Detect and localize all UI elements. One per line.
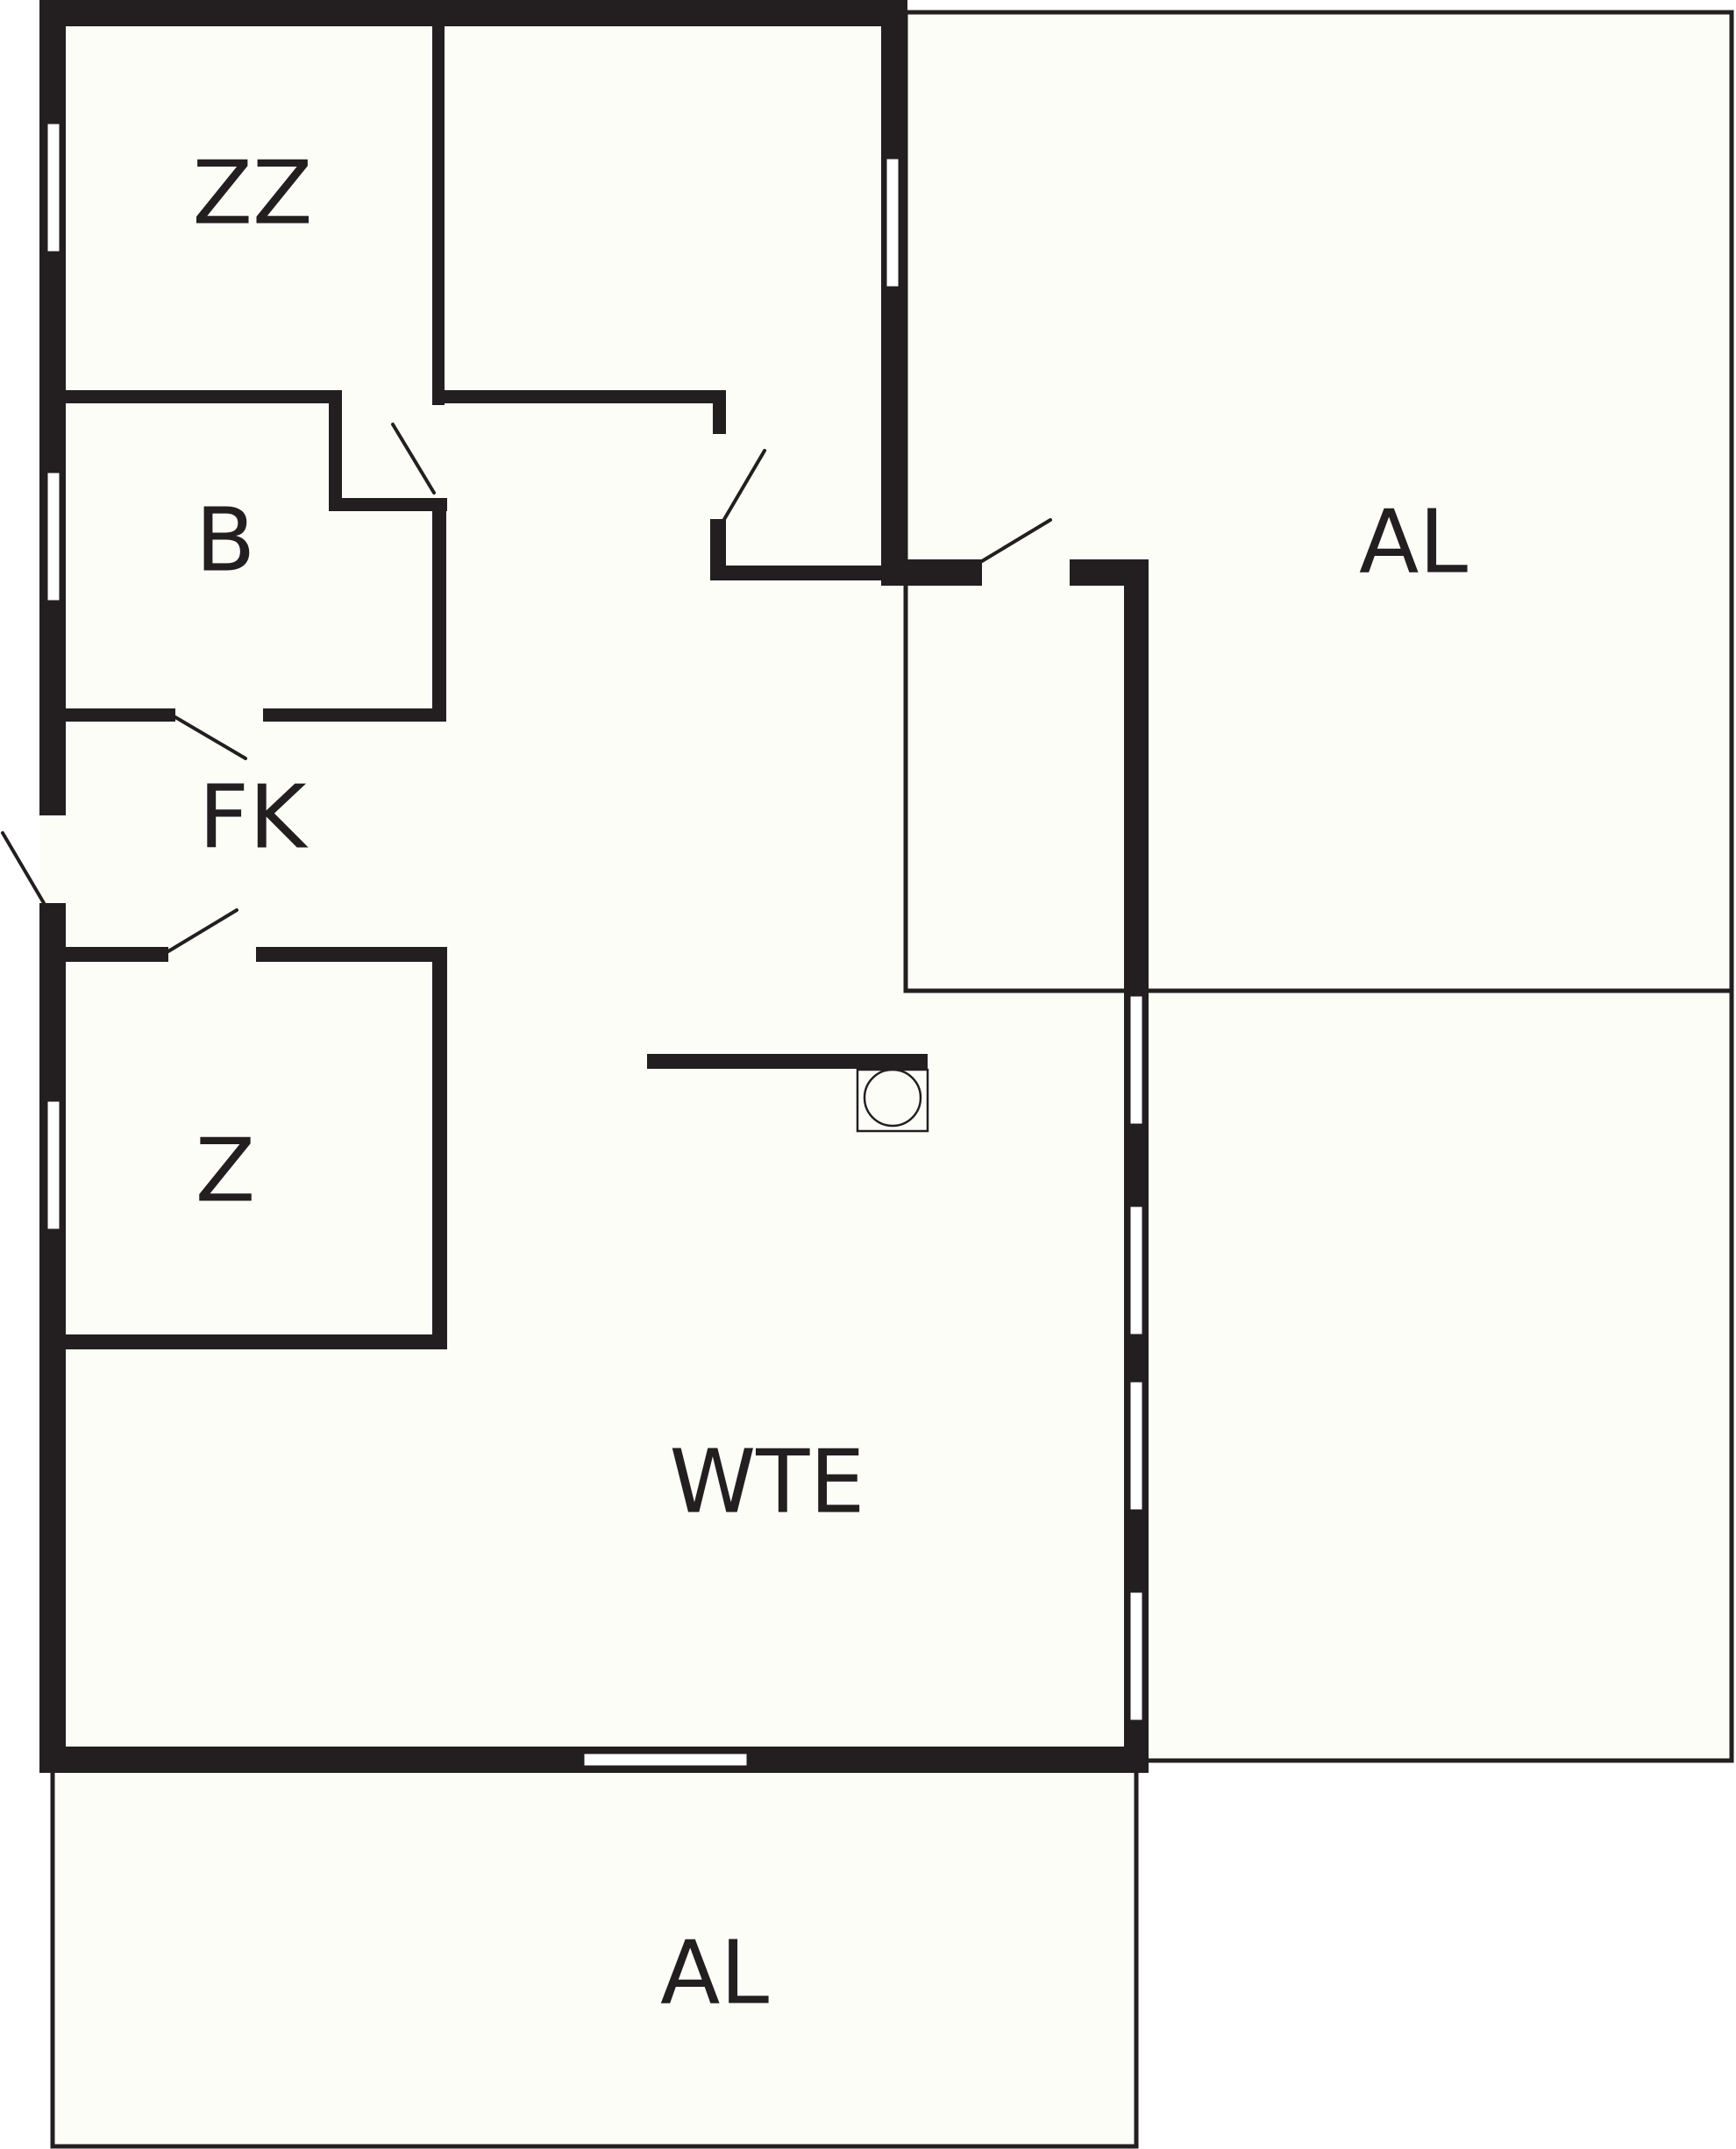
door-leaf-b [174,715,247,760]
label-z: Z [196,1120,256,1222]
wall-mid-jamb-bottom [710,519,726,580]
label-b: B [196,489,256,592]
wall-mid-top [432,390,726,403]
wall-middle-vertical [881,0,907,586]
label-fk: FK [198,766,309,869]
room-lower-right [1144,991,1732,1762]
window-z [45,1099,62,1232]
door-gap-mid [713,434,726,519]
window-right-1 [1128,993,1145,1127]
wall-fk-z-left [53,947,168,962]
room-al-right [903,13,1732,991]
door-openings [39,405,1070,962]
wall-b-fk-left [53,708,175,722]
wall-top [39,0,907,26]
wall-mid-jamb-top [713,390,726,434]
room-al-bottom [53,1767,1136,2148]
window-right-4 [1128,1590,1145,1723]
outline-lower-right [1142,988,1734,1763]
outline-al-bottom [50,1767,1139,2149]
counter-wall [647,1054,928,1069]
door-gap-b [175,708,263,722]
room-zz [53,13,443,403]
wall-z-bottom [53,1334,447,1349]
door-swings [1,423,1052,953]
stove-burner [863,1068,922,1128]
window-right-2 [1128,1204,1145,1337]
wall-b-step-h [329,498,447,511]
room-labels: ZZ B FK Z WTE AL AL [192,142,1468,2024]
wall-b-fk-right [263,708,446,722]
window-mid-room [884,156,901,289]
wall-zz-right [432,13,445,408]
wall-z-right [432,947,447,1348]
door-gap-entrance [39,815,66,903]
door-gap-al [982,559,1070,586]
door-gap-z [168,947,256,962]
wall-mid-bottom [710,566,886,580]
label-wte: WTE [669,1431,864,1533]
label-al-bottom: AL [660,1922,769,2024]
window-b [45,470,62,603]
door-leaf-z [167,908,238,953]
door-gap-zz [432,405,445,493]
label-al-right: AL [1359,491,1468,594]
window-bottom [581,1751,750,1768]
door-leaf-al [980,518,1052,563]
door-leaf-mid [722,449,766,523]
window-right-3 [1128,1379,1145,1512]
wall-fk-z-right [256,947,447,962]
label-zz: ZZ [192,142,312,245]
floor-areas [53,13,1732,2148]
stove-symbol [856,1068,929,1133]
wall-b-right [432,498,446,722]
room-wte [53,403,1140,1754]
window-zz [45,121,62,254]
terrace-outlines [50,10,1734,2149]
wall-b-step-v [329,390,342,511]
windows [45,121,1145,1768]
wall-zz-b [53,390,342,403]
interior-walls [53,13,928,1349]
door-leaf-entrance [1,831,46,905]
door-leaf-zz [391,423,436,495]
